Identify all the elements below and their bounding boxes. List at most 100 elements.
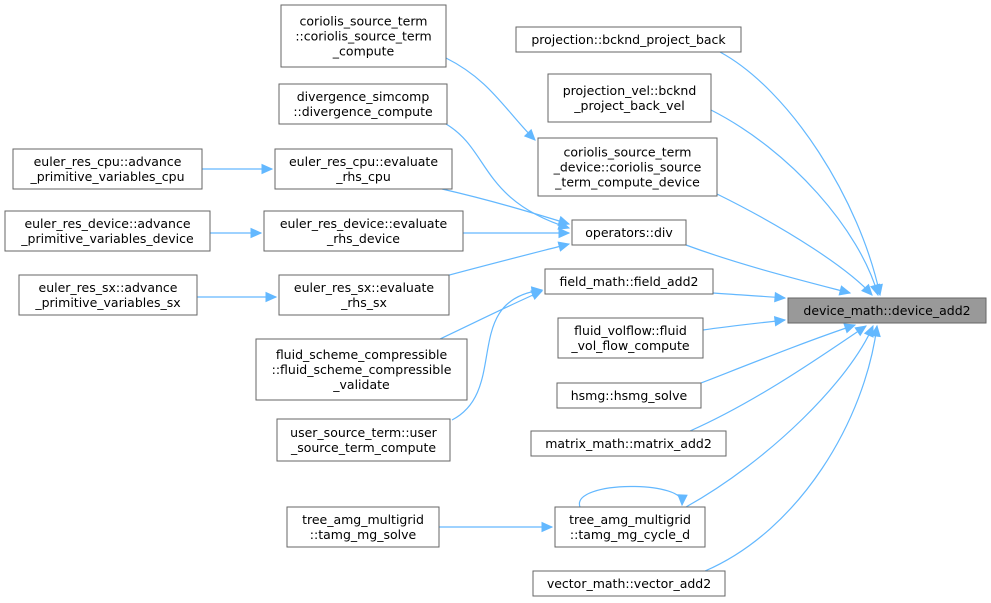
arrowhead-n_coriolis_dev-to-n_device_add2 xyxy=(861,283,873,296)
graph-node-matrix-add2[interactable]: matrix_math::matrix_add2 xyxy=(530,430,727,457)
node-box xyxy=(18,274,198,316)
node-box xyxy=(12,148,203,190)
arrowhead-n_tamg_solve-to-n_tamg_cycle xyxy=(541,521,554,533)
node-label-line: divergence_simcomp xyxy=(297,89,430,104)
edge-n_fluid_comp-to-n_field_add2 xyxy=(439,290,543,340)
arrowhead-n_tamg_cycle-to-n_tamg_cycle xyxy=(677,494,688,507)
arrowhead-n_matrix_add2-to-n_device_add2 xyxy=(854,325,868,337)
arrowhead-n_sx_adv-to-n_sx_eval xyxy=(265,291,278,303)
graph-node-dev-eval[interactable]: euler_res_device::evaluate_rhs_device xyxy=(263,210,464,252)
graph-node-dev-adv[interactable]: euler_res_device::advance_primitive_vari… xyxy=(4,210,211,252)
node-label-line: _rhs_device xyxy=(326,231,400,246)
node-label-line: hsmg::hsmg_solve xyxy=(571,388,688,403)
node-box xyxy=(530,430,727,457)
node-label-line: ::tamg_mg_cycle_d xyxy=(570,527,690,542)
node-label-line: coriolis_source_term xyxy=(300,14,428,29)
graph-node-proj-back[interactable]: projection::bcknd_project_back xyxy=(515,26,742,53)
node-label-line: field_math::field_add2 xyxy=(559,274,698,289)
node-label-line: ::divergence_compute xyxy=(293,104,433,119)
node-label-line: ::fluid_scheme_compressible xyxy=(272,362,452,377)
node-label-line: tree_amg_multigrid xyxy=(302,512,424,527)
edge-n_field_add2-to-n_device_add2 xyxy=(712,292,786,299)
edge-n_cpu_eval-to-n_op_div xyxy=(441,188,570,225)
node-box xyxy=(544,268,714,295)
node-box xyxy=(286,506,440,548)
edge-n_vector_add2-to-n_device_add2 xyxy=(704,325,878,572)
graph-node-div-simcomp[interactable]: divergence_simcomp::divergence_compute xyxy=(278,83,448,125)
graph-node-sx-adv[interactable]: euler_res_sx::advance_primitive_variable… xyxy=(18,274,198,316)
node-box xyxy=(537,137,718,197)
edge-n_proj_back-to-n_device_add2 xyxy=(719,51,881,296)
node-label-line: _primitive_variables_cpu xyxy=(29,169,184,184)
graph-node-device-add2[interactable]: device_math::device_add2 xyxy=(787,297,987,324)
graph-node-cpu-adv[interactable]: euler_res_cpu::advance_primitive_variabl… xyxy=(12,148,203,190)
graph-node-coriolis-dev[interactable]: coriolis_source_term_device::coriolis_so… xyxy=(537,137,718,197)
node-box xyxy=(571,219,687,246)
edges-layer xyxy=(197,51,883,572)
graph-node-sx-eval[interactable]: euler_res_sx::evaluate_rhs_sx xyxy=(278,274,450,316)
node-label-line: coriolis_source_term xyxy=(564,145,692,160)
edge-n_tamg_cycle-to-n_device_add2 xyxy=(685,325,874,508)
node-label-line: operators::div xyxy=(585,225,673,240)
node-box xyxy=(276,418,451,462)
node-label-line: euler_res_cpu::advance xyxy=(34,154,182,169)
node-box xyxy=(556,382,702,409)
graph-node-tamg-solve[interactable]: tree_amg_multigrid::tamg_mg_solve xyxy=(286,506,440,548)
node-box xyxy=(4,210,211,252)
arrowhead-n_cpu_eval-to-n_op_div xyxy=(557,215,571,226)
graph-node-vector-add2[interactable]: vector_math::vector_add2 xyxy=(532,570,726,597)
graph-node-fluid-volflow[interactable]: fluid_volflow::fluid_vol_flow_compute xyxy=(557,317,704,359)
node-box xyxy=(280,4,447,68)
nodes-layer: device_math::device_add2 projection::bckn… xyxy=(4,4,987,597)
node-label-line: ::coriolis_source_term xyxy=(295,29,431,44)
node-label-line: fluid_volflow::fluid xyxy=(574,323,687,338)
edge-n_fluid_volflow-to-n_device_add2 xyxy=(702,319,786,331)
edge-n_matrix_add2-to-n_device_add2 xyxy=(689,325,867,432)
edge-n_hsmg-to-n_device_add2 xyxy=(700,324,856,384)
node-label-line: device_math::device_add2 xyxy=(803,303,970,318)
arrowhead-n_proj_vel-to-n_device_add2 xyxy=(870,283,881,297)
edge-n_user_src-to-n_field_add2 xyxy=(451,289,543,421)
arrowhead-n_sx_eval-to-n_op_div xyxy=(557,241,571,252)
arrowhead-n_field_add2-to-n_device_add2 xyxy=(774,291,787,303)
graph-node-tamg-cycle[interactable]: tree_amg_multigrid::tamg_mg_cycle_d xyxy=(554,506,706,548)
edge-n_div_simcomp-to-n_op_div xyxy=(445,123,570,229)
node-label-line: _term_compute_device xyxy=(554,175,700,190)
graph-node-field-add2[interactable]: field_math::field_add2 xyxy=(544,268,714,295)
edge-n_coriolis_dev-to-n_device_add2 xyxy=(716,193,873,296)
edge-n_tamg_cycle-to-n_tamg_cycle xyxy=(579,485,683,508)
arrowhead-n_fluid_volflow-to-n_device_add2 xyxy=(773,316,787,327)
node-label-line: _primitive_variables_sx xyxy=(34,295,180,310)
node-label-line: euler_res_device::evaluate xyxy=(280,216,448,231)
node-label-line: _primitive_variables_device xyxy=(20,231,194,246)
node-box xyxy=(515,26,742,53)
node-label-line: _device::coriolis_source xyxy=(553,160,702,175)
graph-node-proj-vel[interactable]: projection_vel::bcknd_project_back_vel xyxy=(547,73,712,123)
node-box xyxy=(787,297,987,324)
node-box xyxy=(278,83,448,125)
graph-node-op-div[interactable]: operators::div xyxy=(571,219,687,246)
node-label-line: projection_vel::bcknd xyxy=(563,83,697,98)
graph-node-cpu-eval[interactable]: euler_res_cpu::evaluate_rhs_cpu xyxy=(274,148,453,190)
graph-node-coriolis[interactable]: coriolis_source_term::coriolis_source_te… xyxy=(280,4,447,68)
node-box xyxy=(274,148,453,190)
node-box xyxy=(557,317,704,359)
node-box xyxy=(532,570,726,597)
node-label-line: user_source_term::user xyxy=(290,425,438,440)
node-box xyxy=(255,338,468,401)
graph-node-fluid-comp[interactable]: fluid_scheme_compressible::fluid_scheme_… xyxy=(255,338,468,401)
edge-n_coriolis-to-n_coriolis_dev xyxy=(445,57,536,141)
arrowhead-n_cpu_adv-to-n_cpu_eval xyxy=(261,163,274,175)
graph-node-hsmg[interactable]: hsmg::hsmg_solve xyxy=(556,382,702,409)
node-label-line: projection::bcknd_project_back xyxy=(531,32,726,47)
arrowhead-n_coriolis-to-n_coriolis_dev xyxy=(523,128,536,141)
node-label-line: vector_math::vector_add2 xyxy=(547,576,711,591)
node-label-line: euler_res_sx::advance xyxy=(39,280,178,295)
node-label-line: euler_res_device::advance xyxy=(24,216,190,231)
node-box xyxy=(278,274,450,316)
arrowhead-n_dev_adv-to-n_dev_eval xyxy=(250,227,263,239)
node-box xyxy=(547,73,712,123)
graph-node-user-src[interactable]: user_source_term::user_source_term_compu… xyxy=(276,418,451,462)
node-box xyxy=(263,210,464,252)
